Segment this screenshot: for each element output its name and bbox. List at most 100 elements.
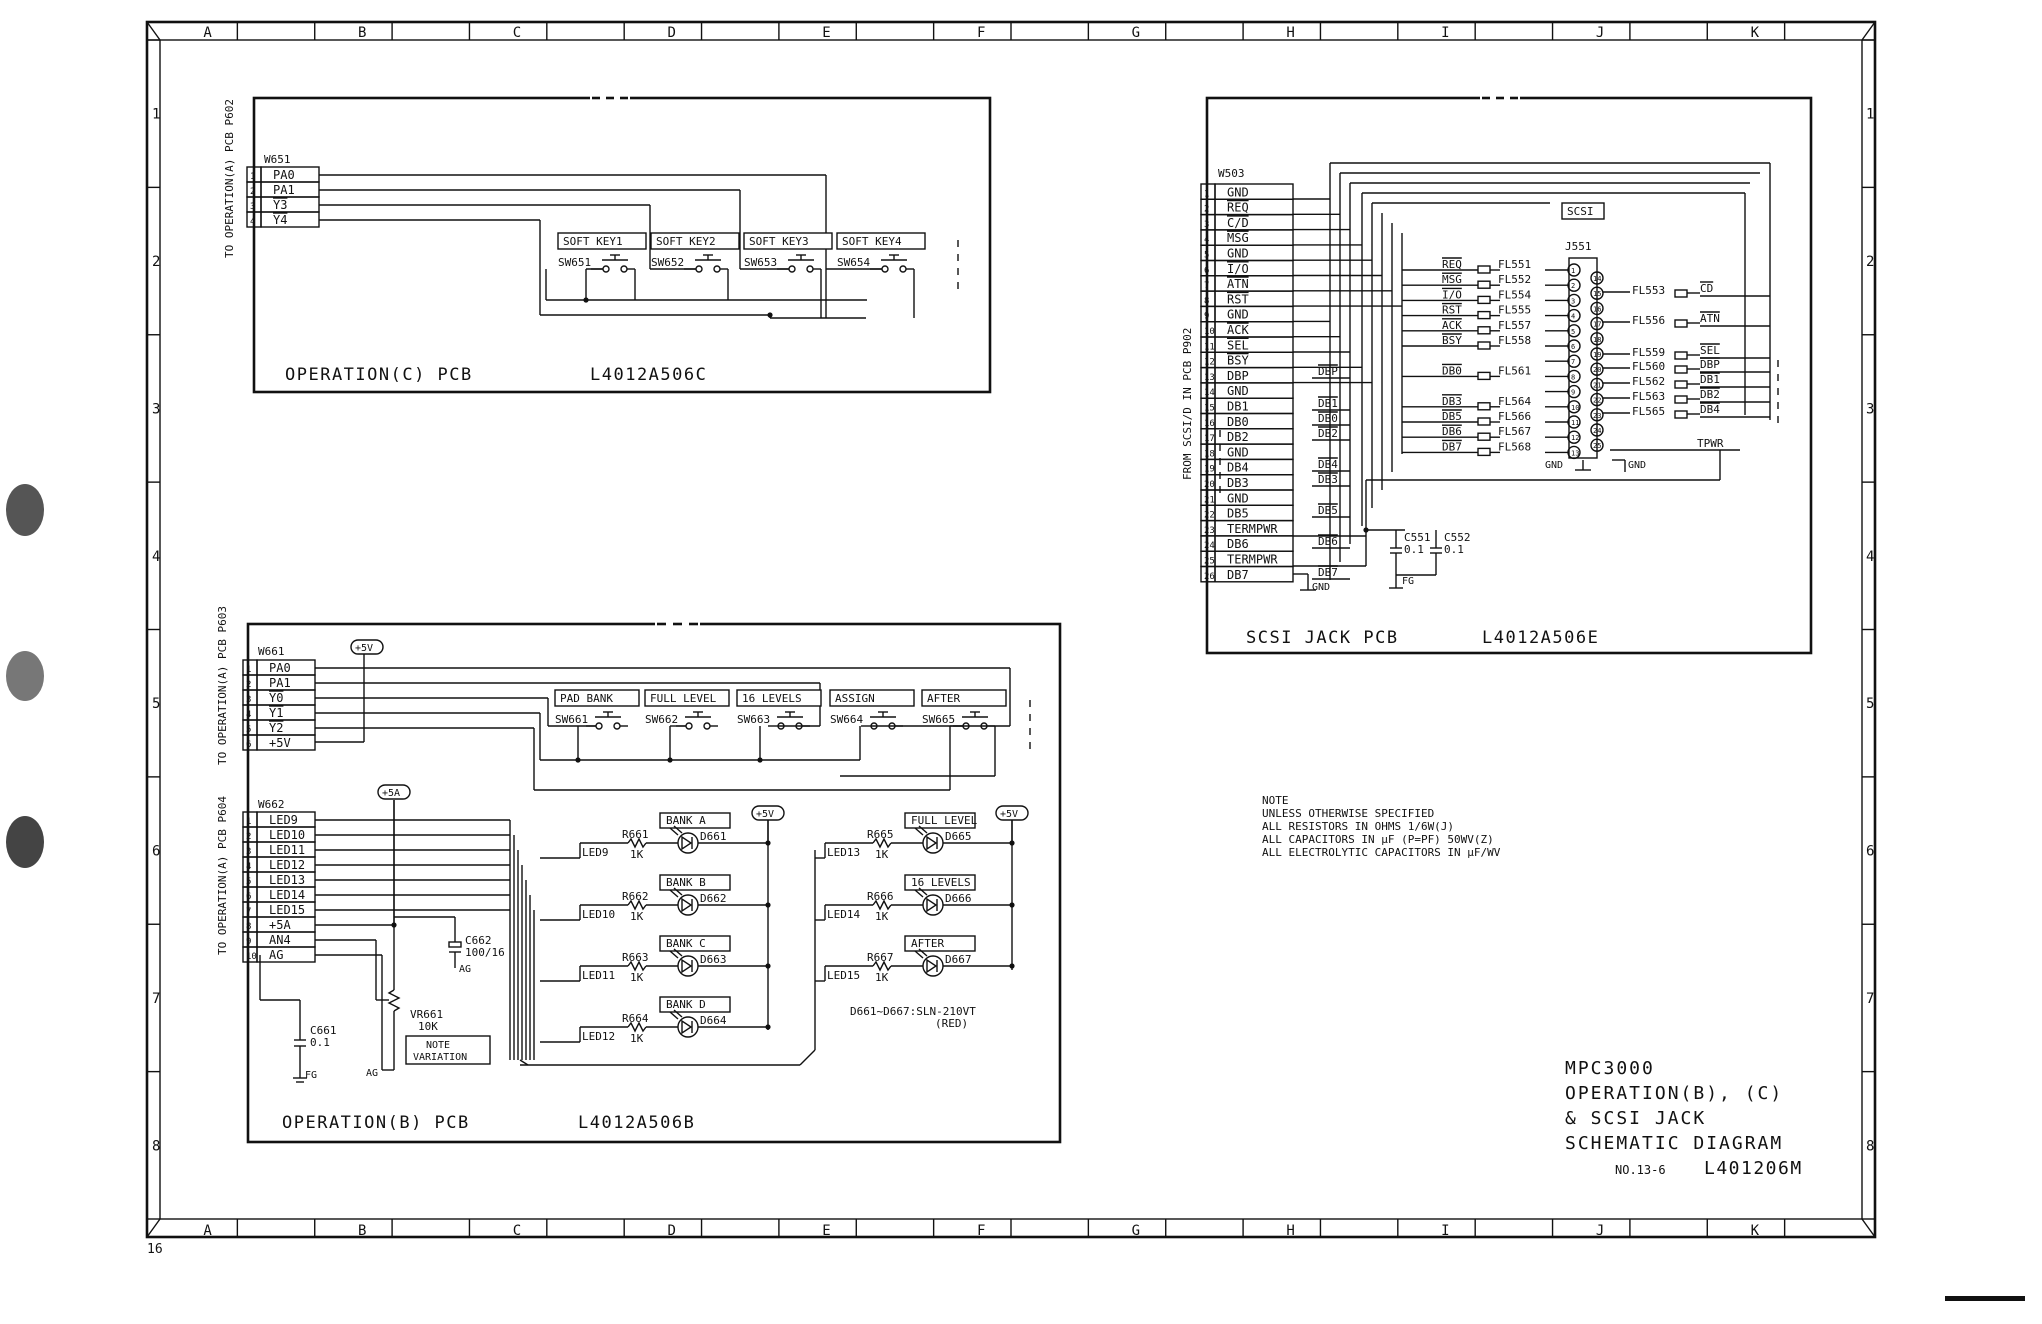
jack-pin	[1590, 332, 1604, 346]
ferrite-filter	[1674, 395, 1688, 404]
pin-signal: LED10	[269, 828, 305, 842]
pin-signal: GND	[1227, 491, 1249, 505]
pin-number: 5	[246, 725, 251, 735]
led-net-label: LED11	[582, 969, 615, 982]
filter-ref: FL568	[1498, 440, 1531, 453]
led-light-arrow	[918, 948, 928, 957]
filter-signal: DB6	[1442, 425, 1462, 438]
row-label-4: 4	[152, 549, 160, 565]
pin-signal: LED12	[269, 858, 305, 872]
indicator-label-box	[659, 935, 731, 952]
pin-number: 2	[250, 187, 255, 197]
led-diode	[922, 832, 944, 854]
led-light-arrow	[914, 889, 924, 898]
pin-number: 6	[246, 740, 251, 750]
pin-signal: GND	[1227, 384, 1249, 398]
pin-number: 8	[1204, 296, 1209, 306]
switch-ref: SW653	[744, 256, 777, 269]
jack-pin-number: 24	[1593, 427, 1601, 435]
led-light-arrow	[673, 825, 683, 834]
note-line-4: ALL ELECTROLYTIC CAPACITORS IN μF/WV	[1262, 846, 1501, 859]
pin-signal: MSG	[1227, 231, 1249, 245]
switch-contact	[777, 722, 785, 730]
filter-signal: ATN	[1700, 312, 1720, 325]
filter-signal: BSY	[1442, 334, 1462, 347]
title-line-3: & SCSI JACK	[1565, 1108, 1706, 1129]
bus-label-DB4: DB4	[1318, 458, 1338, 471]
bus-label-DB2: DB2	[1318, 427, 1338, 440]
pin-number: 3	[1204, 220, 1209, 230]
switch-ref: SW654	[837, 256, 870, 269]
title-line-1: MPC3000	[1565, 1058, 1655, 1079]
capacitors-c551-c552: C551 0.1 C552 0.1 FG	[1366, 529, 1471, 589]
svg-text:+5V: +5V	[756, 809, 774, 820]
filter-signal: I/O	[1442, 288, 1462, 301]
op-c-part-number: L4012A506C	[590, 365, 707, 385]
filter-ref: FL563	[1632, 390, 1665, 403]
bus-label-DBP: DBP	[1318, 365, 1338, 378]
filter-ref: FL554	[1498, 288, 1531, 301]
pin-signal: ATN	[1227, 277, 1249, 291]
row-label-7: 7	[152, 991, 160, 1007]
pin-signal: REQ	[1227, 201, 1249, 215]
ferrite-filter	[1674, 319, 1688, 328]
led-light-arrow	[918, 887, 928, 896]
pin-signal: LED13	[269, 873, 305, 887]
pin-number: 2	[1204, 205, 1209, 215]
jack-pin-number: 8	[1571, 373, 1575, 381]
switch-label: SOFT KEY1	[563, 235, 623, 248]
filter-signal: DB3	[1442, 395, 1462, 408]
pin-signal: DB7	[1227, 568, 1249, 582]
indicator-label: BANK B	[666, 876, 706, 889]
switch-ref: SW665	[922, 713, 955, 726]
row-label-8: 8	[1866, 1138, 1874, 1154]
led-light-arrow	[673, 948, 683, 957]
led-ref: D664	[700, 1014, 727, 1027]
pin-signal: LED14	[269, 888, 305, 902]
jack-pin	[1590, 316, 1604, 331]
signal-cell	[256, 946, 316, 963]
binder-holes	[6, 484, 44, 868]
filter-ref: FL557	[1498, 319, 1531, 332]
op-c-title: OPERATION(C) PCB	[285, 365, 473, 385]
op-c-side-label: TO OPERATION(A) PCB P602	[223, 99, 236, 258]
indicator-label-box	[904, 935, 976, 952]
jack-pin-number: 22	[1593, 397, 1601, 405]
switch-label: PAD BANK	[560, 692, 613, 705]
resistor-ref: R664	[622, 1012, 649, 1025]
pin-signal: Y2	[269, 721, 283, 735]
jack-pin-number: 6	[1571, 343, 1575, 351]
led-diode	[922, 955, 944, 977]
jack-pin-number: 12	[1571, 434, 1579, 442]
pin-number: 12	[1204, 358, 1215, 368]
pin-signal: PA1	[269, 676, 291, 690]
row-label-2: 2	[152, 254, 160, 270]
pin-number: 8	[246, 922, 251, 932]
column-label-G: G	[1132, 25, 1140, 41]
indicator-label-box	[659, 874, 731, 891]
indicator-label: BANK A	[666, 814, 706, 827]
resistor	[627, 1021, 647, 1033]
pin-signal: Y3	[273, 198, 287, 212]
ferrite-filter	[1477, 432, 1491, 441]
svg-text:NOTE: NOTE	[426, 1040, 450, 1051]
switch-contact	[788, 265, 796, 273]
column-label-E: E	[822, 1223, 830, 1239]
pin-signal: I/O	[1227, 262, 1249, 276]
filter-ref: FL565	[1632, 405, 1665, 418]
led-symbol	[681, 958, 693, 974]
led-net-label: LED13	[827, 846, 860, 859]
filter-signal: MSG	[1442, 273, 1462, 286]
column-label-H: H	[1286, 1223, 1294, 1239]
pin-signal: DB6	[1227, 537, 1249, 551]
switch-contact	[620, 265, 628, 273]
junction-dot	[583, 297, 589, 303]
title-number-prefix: NO.13-6	[1615, 1163, 1666, 1177]
jack-pin-number: 1	[1571, 267, 1575, 275]
resistor	[872, 960, 892, 972]
switch-contact	[703, 722, 711, 730]
